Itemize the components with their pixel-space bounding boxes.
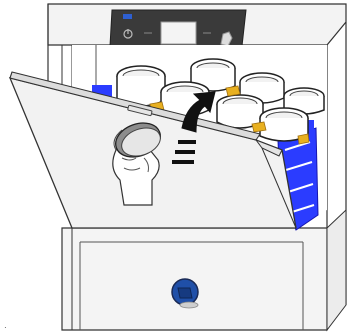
control-panel	[110, 10, 246, 46]
display-screen	[161, 22, 196, 44]
corner-mark: ·	[4, 323, 7, 332]
brand-logo-icon	[123, 14, 132, 19]
